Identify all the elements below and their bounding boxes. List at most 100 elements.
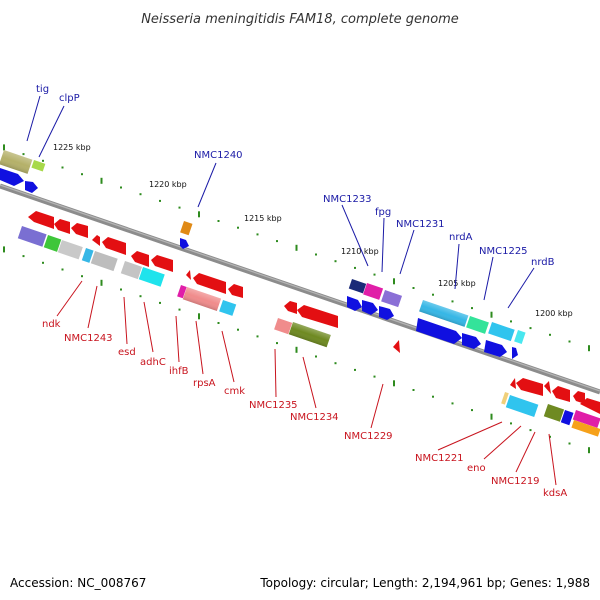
feature-block[interactable] xyxy=(120,261,143,280)
scale-tick xyxy=(256,233,259,236)
feature-block[interactable] xyxy=(219,300,237,316)
feature-block[interactable] xyxy=(81,248,94,263)
feature-block[interactable] xyxy=(31,160,46,172)
gene-arrow[interactable] xyxy=(416,318,462,344)
scale-tick xyxy=(120,288,122,291)
gene-label-cmk[interactable]: cmk xyxy=(224,386,245,397)
gene-label-ihfB[interactable]: ihfB xyxy=(169,366,189,377)
gene-label-nrdB[interactable]: nrdB xyxy=(531,257,555,268)
gene-arrow[interactable] xyxy=(347,296,362,311)
feature-block[interactable] xyxy=(177,284,187,299)
gene-arrow[interactable] xyxy=(512,347,518,359)
scale-tick xyxy=(3,144,5,151)
scale-tick xyxy=(42,159,44,162)
gene-arrow[interactable] xyxy=(297,305,338,328)
gene-arrow[interactable] xyxy=(193,273,226,294)
scale-tick xyxy=(61,166,64,169)
gene-label-NMC1240[interactable]: NMC1240 xyxy=(194,150,243,161)
feature-block[interactable] xyxy=(17,226,47,247)
feature-block[interactable] xyxy=(381,290,403,308)
scale-tick xyxy=(354,368,356,371)
gene-arrow[interactable] xyxy=(573,391,585,404)
gene-label-NMC1229[interactable]: NMC1229 xyxy=(344,431,393,442)
gene-label-NMC1235[interactable]: NMC1235 xyxy=(249,400,298,411)
feature-block[interactable] xyxy=(90,251,118,272)
gene-label-NMC1219[interactable]: NMC1219 xyxy=(491,476,540,487)
scale-tick xyxy=(510,422,512,425)
gene-arrow[interactable] xyxy=(393,340,400,353)
kbp-label: 1225 kbp xyxy=(53,143,91,152)
feature-block[interactable] xyxy=(514,329,526,344)
summary-text: Topology: circular; Length: 2,194,961 bp… xyxy=(259,576,590,590)
gene-arrow[interactable] xyxy=(28,211,54,229)
gene-arrow[interactable] xyxy=(580,398,600,414)
gene-label-clpP[interactable]: clpP xyxy=(59,93,80,104)
feature-block[interactable] xyxy=(363,283,384,300)
feature-block[interactable] xyxy=(138,266,165,287)
feature-block[interactable] xyxy=(543,403,565,422)
gene-arrow[interactable] xyxy=(284,301,297,314)
gene-label-NMC1231[interactable]: NMC1231 xyxy=(396,219,445,230)
gene-label-NMC1225[interactable]: NMC1225 xyxy=(479,246,528,257)
feature-block[interactable] xyxy=(57,239,83,260)
feature-block[interactable] xyxy=(180,221,193,236)
gene-arrow[interactable] xyxy=(54,219,70,234)
feature-block[interactable] xyxy=(43,235,62,252)
gene-label-kdsA[interactable]: kdsA xyxy=(543,488,567,499)
scale-tick xyxy=(198,211,200,218)
gene-arrow[interactable] xyxy=(0,168,24,186)
gene-arrow[interactable] xyxy=(484,340,507,357)
scale-tick xyxy=(61,268,64,271)
feature-block[interactable] xyxy=(560,410,574,426)
gene-label-NMC1243[interactable]: NMC1243 xyxy=(64,333,113,344)
gene-arrow[interactable] xyxy=(92,235,100,246)
gene-label-rpsA[interactable]: rpsA xyxy=(193,378,216,389)
gene-arrow[interactable] xyxy=(516,378,543,396)
feature-block[interactable] xyxy=(572,410,600,428)
feature-block[interactable] xyxy=(274,317,293,335)
feature-block[interactable] xyxy=(571,420,600,437)
scale-tick xyxy=(256,335,259,338)
gene-arrow[interactable] xyxy=(180,238,189,249)
gene-arrow[interactable] xyxy=(25,181,38,193)
gene-arrow[interactable] xyxy=(544,381,551,394)
gene-label-fpg[interactable]: fpg xyxy=(375,207,391,218)
feature-block[interactable] xyxy=(505,395,539,418)
gene-label-ndk[interactable]: ndk xyxy=(42,319,61,330)
scale-tick xyxy=(373,375,376,378)
gene-arrow[interactable] xyxy=(228,284,243,298)
gene-label-eno[interactable]: eno xyxy=(467,463,486,474)
gene-label-esd[interactable]: esd xyxy=(118,347,136,358)
feature-block[interactable] xyxy=(488,322,515,342)
gene-label-adhC[interactable]: adhC xyxy=(140,357,166,368)
feature-block[interactable] xyxy=(466,315,489,334)
gene-label-NMC1233[interactable]: NMC1233 xyxy=(323,194,372,205)
scale-tick xyxy=(471,307,473,310)
gene-arrow[interactable] xyxy=(362,300,378,315)
gene-arrow[interactable] xyxy=(131,251,149,267)
accession-text: Accession: NC_008767 xyxy=(10,576,146,590)
gene-label-NMC1234[interactable]: NMC1234 xyxy=(290,412,339,423)
reverse-callouts xyxy=(56,280,557,486)
scale-tick xyxy=(549,435,551,438)
scale-tick xyxy=(334,260,337,263)
gene-arrow[interactable] xyxy=(151,255,173,272)
gene-arrow[interactable] xyxy=(552,386,570,402)
gene-arrow[interactable] xyxy=(379,306,394,320)
scale-tick xyxy=(178,308,181,311)
feature-block[interactable] xyxy=(501,392,509,405)
gene-label-tig[interactable]: tig xyxy=(36,84,49,95)
scale-tick xyxy=(120,186,122,189)
scale-tick xyxy=(451,402,454,405)
gene-arrow[interactable] xyxy=(462,333,481,349)
scale-tick xyxy=(510,320,512,323)
feature-block[interactable] xyxy=(348,279,367,294)
gene-arrow[interactable] xyxy=(510,378,516,389)
gene-arrow[interactable] xyxy=(71,223,88,238)
gene-label-nrdA[interactable]: nrdA xyxy=(449,232,473,243)
gene-arrow[interactable] xyxy=(186,270,191,280)
scale-tick xyxy=(315,355,317,358)
gene-arrow[interactable] xyxy=(102,237,126,255)
scale-tick xyxy=(159,199,161,202)
gene-label-NMC1221[interactable]: NMC1221 xyxy=(415,453,464,464)
